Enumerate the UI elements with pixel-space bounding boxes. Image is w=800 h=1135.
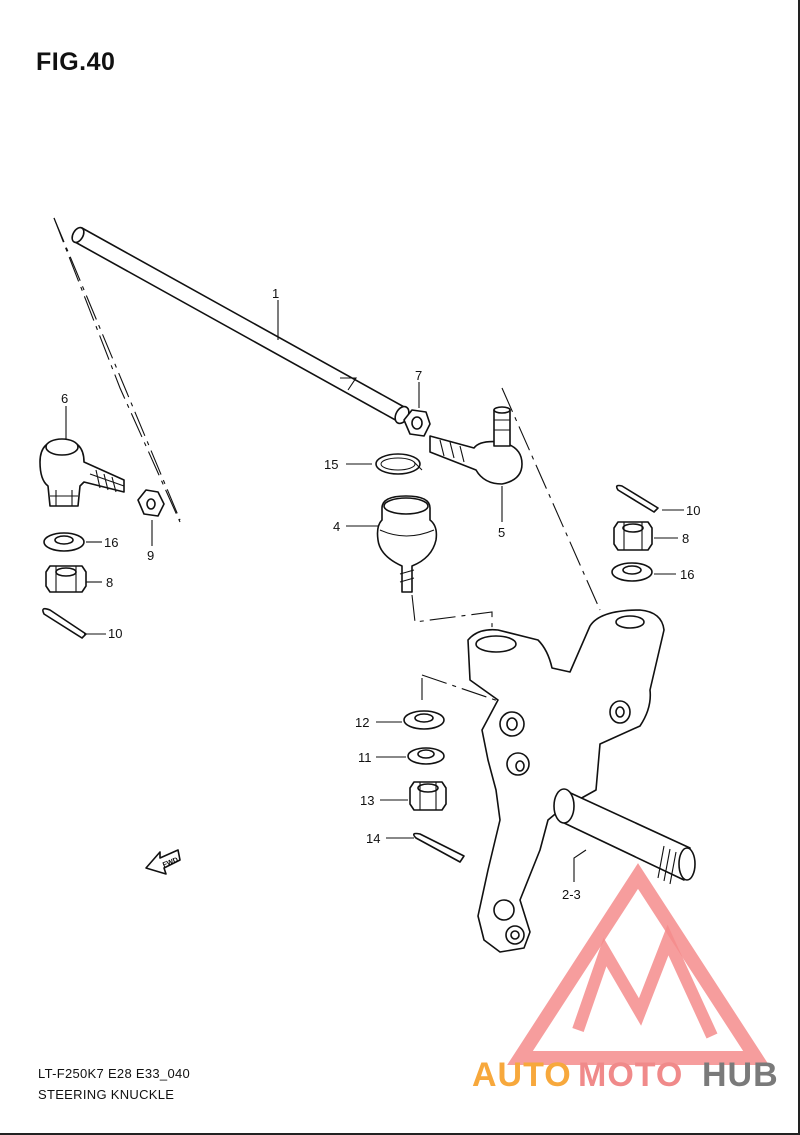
callout-12: 12 [355, 715, 369, 730]
ball-joint-4 [376, 495, 438, 593]
callout-16-left: 16 [104, 535, 118, 550]
callout-16-right: 16 [680, 567, 694, 582]
callout-11: 11 [358, 750, 372, 765]
washer-16-left [43, 532, 85, 552]
callout-leaders [65, 300, 684, 882]
callout-13: 13 [360, 793, 374, 808]
cotter-pin-10-right [615, 484, 659, 513]
cotter-pin-14 [412, 832, 465, 863]
callout-10-left: 10 [108, 626, 122, 641]
tie-rod [71, 226, 410, 425]
figure-title: FIG.40 [36, 48, 116, 76]
castle-nut-8-left [45, 565, 87, 593]
callout-14: 14 [366, 831, 380, 846]
callout-labels: 1 2-3 4 5 6 7 8 8 9 10 10 11 12 13 14 15… [61, 286, 700, 902]
watermark-logo: AUTO MOTO HUB [472, 863, 779, 1094]
washer-16-right [611, 562, 653, 582]
callout-8-left: 8 [106, 575, 113, 590]
section-title: STEERING KNUCKLE [38, 1087, 175, 1102]
tie-rod-end-right [429, 406, 523, 485]
callout-5: 5 [498, 525, 505, 540]
watermark-text-auto: AUTO [472, 1056, 572, 1094]
castle-nut-13 [409, 781, 447, 811]
watermark-text-hub: HUB [702, 1056, 779, 1094]
model-code: LT-F250K7 E28 E33_040 [38, 1066, 191, 1081]
callout-7: 7 [415, 368, 422, 383]
tie-rod-end-left [39, 438, 125, 507]
callout-15: 15 [324, 457, 338, 472]
nut-9 [137, 489, 165, 517]
callout-1: 1 [272, 286, 279, 301]
callout-4: 4 [333, 519, 340, 534]
callout-10-right: 10 [686, 503, 700, 518]
assembly-guide-lines [53, 217, 601, 706]
callout-2-3: 2-3 [562, 887, 581, 902]
castle-nut-8-right [613, 521, 653, 551]
callout-9: 9 [147, 548, 154, 563]
cotter-pin-10-left [42, 607, 87, 639]
steering-knuckle [467, 609, 696, 953]
callout-8-right: 8 [682, 531, 689, 546]
circlip-15 [375, 453, 423, 475]
callout-6: 6 [61, 391, 68, 406]
washer-12 [403, 710, 445, 730]
nut-7 [403, 409, 431, 437]
fwd-direction-arrow: FWD [145, 849, 181, 875]
watermark-text-moto: MOTO [578, 1056, 683, 1094]
washer-11 [407, 747, 445, 765]
